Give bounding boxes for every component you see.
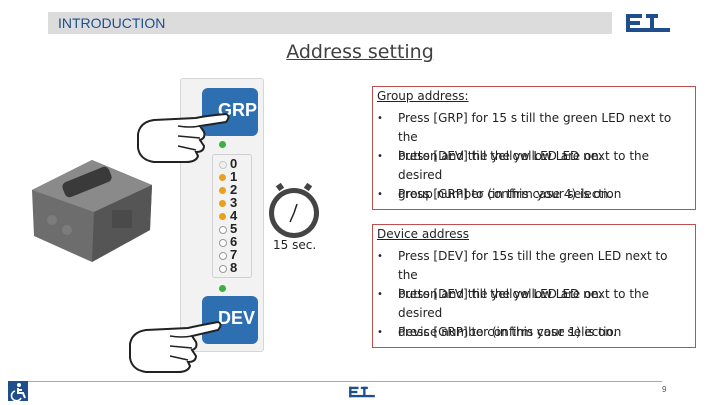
address-led <box>219 200 226 207</box>
footer-divider <box>22 381 662 382</box>
led-number: 1 <box>230 169 238 184</box>
address-led <box>219 265 227 273</box>
dev-button[interactable]: DEV <box>202 296 258 344</box>
bullet-dot-icon: • <box>377 289 383 300</box>
device-address-heading: Device address <box>377 227 469 241</box>
step-line: Press [GRP] to confirm your selection <box>398 325 622 339</box>
step-line: device number (in this case 1) is on. <box>398 325 617 339</box>
address-led <box>219 252 227 260</box>
led-number: 2 <box>230 182 238 197</box>
step-line: Press [DEV] till the yellow LED next to … <box>398 149 650 182</box>
address-led <box>219 161 227 169</box>
bullet-dot-icon: • <box>377 151 383 162</box>
address-led <box>219 187 226 194</box>
led-number: 5 <box>230 221 238 236</box>
address-led <box>219 239 227 247</box>
accessibility-logo-icon <box>8 381 28 401</box>
page-number: 9 <box>662 385 667 394</box>
bullet-dot-icon: • <box>377 251 383 262</box>
dev-status-led <box>219 285 226 292</box>
pointing-hand-icon <box>129 320 222 373</box>
led-number: 3 <box>230 195 238 210</box>
step-line: group number (in this case 4) is on. <box>398 187 613 201</box>
controller-module-icon <box>32 160 152 262</box>
group-address-box: Group address: • Press [GRP] for 15 s ti… <box>372 86 696 210</box>
slide-title: Address setting <box>286 41 434 63</box>
step-line: Press [DEV] for 15s till the green LED n… <box>398 249 668 282</box>
led-number: 7 <box>230 247 238 262</box>
bullet-dot-icon: • <box>377 189 383 200</box>
dev-button-label: DEV <box>218 308 256 328</box>
pointing-hand-icon <box>137 112 230 163</box>
led-number: 8 <box>230 260 238 275</box>
address-led <box>219 213 226 220</box>
section-label: INTRODUCTION <box>58 15 166 31</box>
led-number: 0 <box>230 156 238 171</box>
stopwatch-icon <box>269 182 319 238</box>
footer-brand-logo-icon <box>349 386 375 398</box>
step-line: Press [GRP] for 15 s till the green LED … <box>398 111 672 144</box>
device-address-box: Device address • Press [DEV] for 15s til… <box>372 224 696 348</box>
brand-logo-icon <box>626 14 670 32</box>
step-line: button and the yellow LED are on. <box>398 287 603 301</box>
address-led <box>219 174 226 181</box>
led-number: 4 <box>230 208 238 223</box>
step-line: Press [DEV] till the yellow LED next to … <box>398 287 650 320</box>
header-bar: INTRODUCTION <box>48 12 612 34</box>
address-led-column <box>212 154 252 278</box>
timer-label: 15 sec. <box>273 238 317 252</box>
address-led <box>219 226 227 234</box>
grp-status-led <box>219 141 226 148</box>
group-address-heading: Group address: <box>377 89 469 103</box>
bullet-dot-icon: • <box>377 327 383 338</box>
led-number: 6 <box>230 234 238 249</box>
bullet-dot-icon: • <box>377 113 383 124</box>
step-line: Press [GRP] to confirm your selection <box>398 187 622 201</box>
step-line: button and the yellow LED are on. <box>398 149 603 163</box>
